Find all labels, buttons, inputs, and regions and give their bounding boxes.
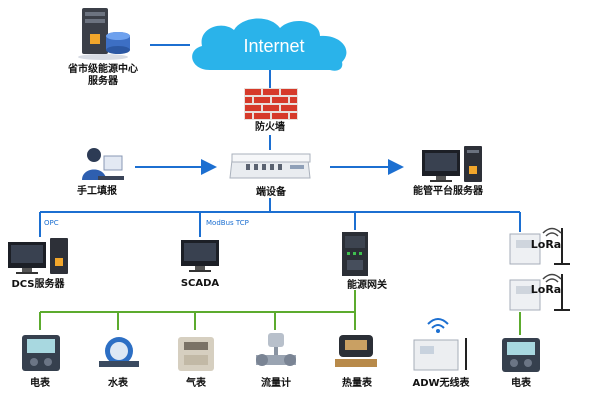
opc-protocol-label: OPC [44,219,59,227]
flow-meter-label: 流量计 [261,378,291,389]
power-meter-icon [502,338,540,372]
firewall-label: 防火墙 [255,122,285,133]
gateway-icon [342,232,368,276]
scada-label: SCADA [180,278,220,289]
lora-antenna-icon [509,227,570,265]
lora-antenna-icon [509,273,570,311]
adw-wireless-meter-label: ADW无线表 [412,378,470,389]
person-at-computer-icon [82,148,124,180]
water-meter-icon [99,337,139,367]
lora-label-1: LoRa [530,238,562,251]
electric-meter-label: 电表 [30,378,50,389]
flow-meter-icon [256,333,296,366]
desktop-computer-icon [181,240,219,272]
modbus-tcp-protocol-label: ModBus TCP [206,219,249,227]
wireless-meter-icon [413,318,467,371]
dcs-server-label: DCS服务器 [11,279,65,290]
server-tower-icon [78,8,130,60]
cloud-icon: Internet [192,18,347,71]
gas-meter-icon [178,337,214,371]
brick-wall-icon [244,88,298,120]
desktop-computer-icon [422,146,482,182]
province-center-line-2: 服务器 [88,76,118,87]
energy-gateway-label: 能源网关 [347,280,387,291]
electric-meter-right-label: 电表 [511,378,531,389]
power-meter-icon [22,335,60,371]
province-center-label: 省市级能源中心 服务器 [68,64,138,88]
lora-label-2: LoRa [530,283,562,296]
heat-meter-label: 热量表 [342,378,372,389]
water-meter-label: 水表 [108,378,128,389]
gas-meter-label: 气表 [186,378,206,389]
province-center-line-1: 省市级能源中心 [68,64,138,75]
rack-device-icon [229,153,311,179]
energy-platform-server-label: 能管平台服务器 [413,186,483,197]
edge-device-label: 端设备 [256,187,286,198]
heat-meter-icon [335,335,377,367]
desktop-computer-icon [8,238,68,274]
internet-label: Internet [243,36,304,56]
manual-entry-label: 手工填报 [77,186,117,197]
